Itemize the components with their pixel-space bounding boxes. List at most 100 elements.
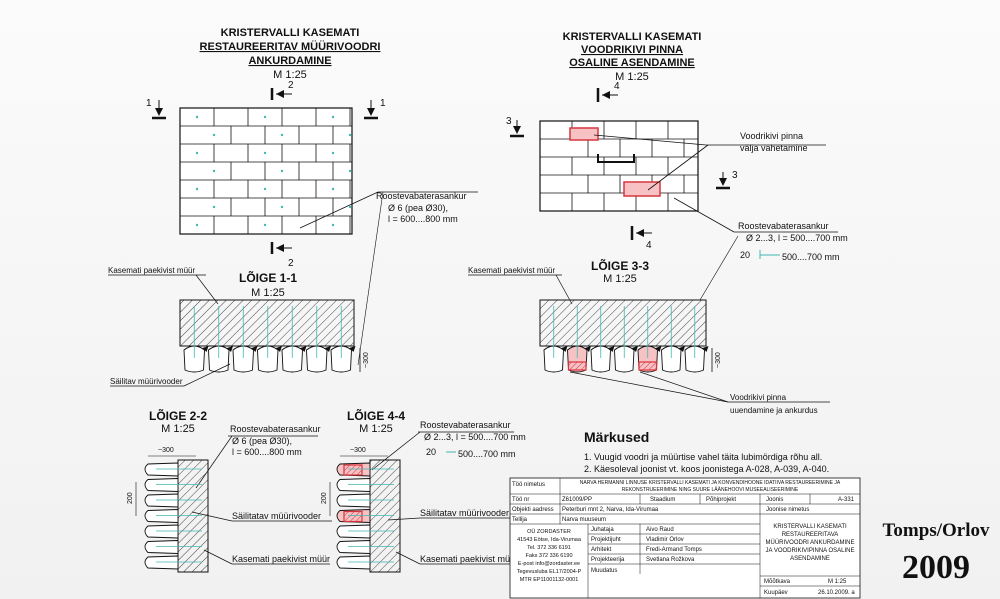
anchor-dot xyxy=(195,223,199,227)
section-4-4-liner-stones xyxy=(336,462,394,570)
tb-kuupaev-value: 26.10.2009. a xyxy=(818,590,855,596)
cut-marker-3-left: 3 xyxy=(506,116,524,138)
section-4-4-title: LÕIGE 4-4 xyxy=(347,408,405,423)
anchor-dot xyxy=(263,223,267,227)
section-4-4-anchor-line-1: Roostevabaterasankur xyxy=(420,420,511,430)
notes-item-1: 1. Vuugid voodri ja müürtise vahel täita… xyxy=(584,452,822,462)
tb-company-7: MTR EP11001132-0001 xyxy=(520,577,579,583)
section-1-1-liner-label: Säilitav müürivooder xyxy=(110,377,183,386)
section-3-3: LÕIGE 3-3 M 1:25 Kasemati paekivist müür… xyxy=(468,258,830,415)
liner-stone xyxy=(144,555,179,570)
left-scale: M 1:25 xyxy=(273,69,307,81)
section-2-2-liner-stones xyxy=(144,462,202,570)
cut-label-1-left: 1 xyxy=(146,98,152,109)
liner-stone xyxy=(257,345,279,373)
liner-stone xyxy=(144,509,179,523)
tb-joonis-label: Joonis xyxy=(766,497,783,503)
section-2-2-dim-top: ~300 xyxy=(158,447,174,454)
right-title-line-2: VOODRIKIVI PINNA xyxy=(581,44,683,56)
anchor-dot xyxy=(263,187,267,191)
cut-label-4-bottom: 4 xyxy=(646,240,652,251)
elevation-right-anchor-callout: Roostevabaterasankur Ø 2...3, l = 500...… xyxy=(673,197,848,301)
replaced-stone xyxy=(343,510,363,523)
section-2-2-dim-side: 200 xyxy=(127,492,134,504)
section-1-1-title: LÕIGE 1-1 xyxy=(239,270,297,285)
cut-marker-1-left: 1 xyxy=(146,98,166,120)
tb-mootkava-label: Mõõtkava xyxy=(764,579,791,585)
section-4-4-dim-length: 500....700 mm xyxy=(458,449,516,459)
section-2-2-anchor-line-1: Roostevabaterasankur xyxy=(230,424,321,434)
section-3-3-title: LÕIGE 3-3 xyxy=(591,258,649,273)
liner-stone xyxy=(336,540,371,554)
anchor-dot xyxy=(195,151,199,155)
right-title-block: KRISTERVALLI KASEMATI VOODRIKIVI PINNA O… xyxy=(563,31,702,83)
section-4-4: LÕIGE 4-4 M 1:25 Roostevabaterasankur Ø … xyxy=(321,408,526,573)
section-2-2-anchor-line-3: l = 600....800 mm xyxy=(232,447,302,457)
tb-projektijuht-label: Projektijuht xyxy=(591,537,621,543)
elevation-right-replace-callout: Voodrikivi pinna välja vahetamine xyxy=(593,131,826,191)
section-4-4-scale: M 1:25 xyxy=(359,423,393,435)
liner-stone xyxy=(232,345,254,373)
tb-too-nimetus-label: Töö nimetus xyxy=(512,482,545,488)
cut-label-4-top: 4 xyxy=(614,81,620,92)
liner-stone xyxy=(144,540,179,554)
tb-kuupaev-label: Kuupäev xyxy=(764,590,788,596)
section-1-1-dim: ~300 xyxy=(363,352,370,368)
tb-company-5: E-post info@zordaster.ee xyxy=(518,561,580,567)
liner-stone xyxy=(336,478,371,492)
anchor-dot xyxy=(195,187,199,191)
tb-company-6: Tegevusluba EL17/2004-P xyxy=(517,569,582,575)
liner-stone xyxy=(183,345,205,373)
tb-juhataja-label: Juhataja xyxy=(591,527,614,533)
tb-company: OÜ ZORDASTER 41543 Eötse, Ida-Virumaa Te… xyxy=(517,528,582,583)
elev-right-anchor-line-1: Roostevabaterasankur xyxy=(738,221,829,231)
liner-stone xyxy=(614,345,635,373)
notes-title: Märkused xyxy=(584,429,649,445)
elev-right-dim-20: 20 xyxy=(740,250,750,260)
tb-drawing-name-5: ASENDAMINE xyxy=(790,556,830,562)
tb-too-nimetus-value-1: NARVA HERMANNI LINNUSE KRISTERVALLI KASE… xyxy=(580,480,841,486)
anchor-dot xyxy=(280,169,284,173)
section-4-4-anchor-line-2: Ø 2...3, l = 500....700 mm xyxy=(424,432,526,442)
replaced-stone xyxy=(638,361,658,371)
tb-tellija-label: Tellija xyxy=(512,517,528,523)
tb-company-1: OÜ ZORDASTER xyxy=(527,528,571,535)
right-title-line-3: OSALINE ASENDAMINE xyxy=(569,57,695,69)
elevation-right-wall xyxy=(539,120,699,212)
section-1-1-wall-label: Kasemati paekivist müür xyxy=(108,266,195,275)
replaced-stone xyxy=(569,127,599,141)
section-3-3-dim: ~300 xyxy=(715,352,722,368)
anchor-dot xyxy=(212,133,216,137)
replaced-stone xyxy=(567,361,587,371)
anchor-dot xyxy=(348,169,352,173)
tb-drawing-name-2: RESTAUREERITAVA xyxy=(782,532,839,538)
tb-company-4: Faks 372 336 6190 xyxy=(525,553,572,559)
tb-drawing-name-3: MÜÜRIVOODRI ANKURDAMINE xyxy=(765,539,854,546)
anchor-dot xyxy=(263,151,267,155)
section-3-3-scale: M 1:25 xyxy=(603,273,637,285)
left-title-line-1: KRISTERVALLI KASEMATI xyxy=(221,27,360,39)
tb-mootkava-value: M 1:25 xyxy=(828,579,847,585)
liner-stone xyxy=(336,555,371,570)
tb-projekteerija-value: Svetlana Rožkova xyxy=(646,557,695,563)
liner-stone xyxy=(144,478,179,492)
section-4-4-liner-label: Säilitatav müürivooder xyxy=(420,508,509,518)
liner-stone xyxy=(144,462,179,477)
cut-marker-4-top: 4 xyxy=(596,81,620,102)
section-4-4-dim-side: 200 xyxy=(321,492,328,504)
tb-drawing-name-4: JA VOODRIKIVIPINNA OSALINE xyxy=(765,548,854,554)
tb-drawing-name: KRISTERVALLI KASEMATI RESTAUREERITAVA MÜ… xyxy=(765,524,854,562)
elev-left-anchor-line-3: l = 600....800 mm xyxy=(388,214,458,224)
anchor-dot xyxy=(348,205,352,209)
tb-joonise-nimetus-label: Joonise nimetus xyxy=(766,507,809,513)
liner-stone xyxy=(661,345,682,373)
replaced-stone xyxy=(623,181,661,197)
elev-right-replace-line-2: välja vahetamine xyxy=(740,143,808,153)
anchor-bracket xyxy=(597,154,635,163)
tb-tellija-value: Narva muuseum xyxy=(562,517,606,523)
liner-stone xyxy=(144,524,179,539)
elev-left-anchor-line-2: Ø 6 (pea Ø30), xyxy=(388,203,448,213)
section-3-3-renew-line-1: Voodrikivi pinna xyxy=(730,393,787,402)
section-1-1-liner-stones xyxy=(183,306,356,373)
